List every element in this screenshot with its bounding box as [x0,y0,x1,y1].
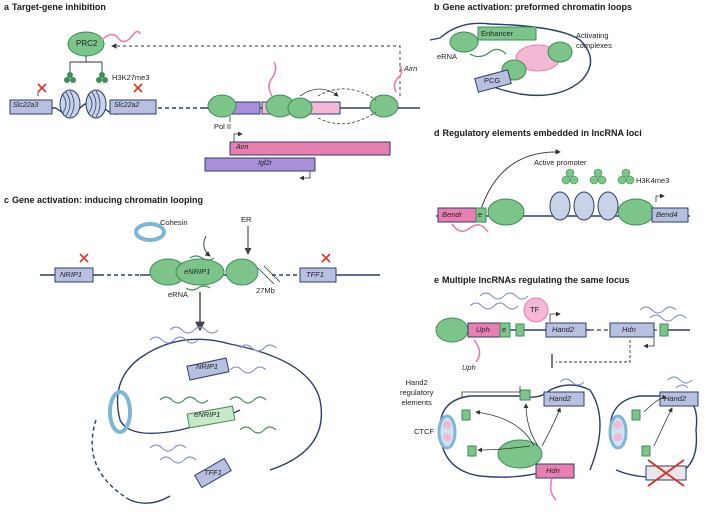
gene-slc22a2 [109,99,157,115]
panel-c-letter: c [4,195,10,205]
gene-slc22a3-label: Slc22a3 [13,102,39,109]
gene-tff1-label: TFF1 [306,270,324,279]
nucleosome [597,191,619,221]
enrip1-element [175,258,225,286]
loop-tff1-label: TFF1 [204,468,222,477]
panel-c [40,222,380,504]
cohesin-label: Cohesin [160,218,188,227]
pol-ii-label: Pol II [214,122,232,131]
gene-slc22a2-label: Slc22a2 [114,102,140,109]
airn-rna-label: Airn [404,64,418,73]
h3k27me3-label: H3K27me3 [112,73,150,82]
panel-e-letter: e [434,275,440,285]
enhancer-label: Enhancer [481,29,514,38]
distance-label: 27Mb [256,286,275,295]
inhibited-x-icon [79,253,89,263]
inhibited-x-icon [321,253,331,263]
panel-d-letter: d [434,128,440,138]
gene-hdn-label: Hdn [622,325,636,334]
pol-ii [207,94,237,118]
gene-hdn [609,322,655,338]
inhibited-x-icon [37,83,47,96]
gene-bend4-label: Bend4 [656,210,678,219]
panel-c-title-text: Gene activation: inducing chromatin loop… [12,195,204,205]
enhancer-box [477,26,537,41]
activating-complexes-label: Activating complexes [576,31,612,50]
h3k27me3-mark [64,72,76,83]
gene-bend4 [651,207,689,223]
gene-hand2 [545,322,587,338]
panel-a [9,30,420,181]
enrip1-label: eNRIP1 [184,267,211,276]
loop-hdn-label: Hdn [546,466,560,475]
panel-d-title-text: Regulatory elements embedded in lncRNA l… [442,128,642,138]
panel-b-title-text: Gene activation: preformed chromatin loo… [442,2,633,12]
element-e [499,322,511,338]
airn-bar [229,141,391,156]
regulatory-elements-label: Hand2 regulatory elements [400,378,434,407]
panel-a-title-text: Target-gene inhibition [12,2,106,12]
nucleosome [549,191,571,221]
element-e-label: e [502,325,507,334]
h3k4me3-mark [561,168,635,185]
panel-d [436,149,690,233]
active-promoter-label: Active promoter [534,158,587,167]
inhibited-x-icon [647,459,685,487]
panel-e-title-text: Multiple lncRNAs regulating the same loc… [442,275,630,285]
gene-bendr-label: Bendr [442,210,463,219]
panel-e [435,292,699,501]
ctcf-label: CTCF [414,427,434,436]
gene-nrip1-label: NRIP1 [60,270,83,279]
panel-b-letter: b [434,2,440,12]
pcg-label: PCG [484,76,501,85]
loop-nrip1-label: NRIP1 [196,362,219,371]
uph-rna-label: Uph [462,363,476,372]
panel-a-letter: a [4,2,10,12]
erna-label: eRNA [168,290,189,299]
tf-factor [523,297,549,323]
gene-slc22a3 [9,99,53,115]
nucleosome [85,89,107,119]
cohesin-ring [134,222,166,242]
nucleosome [59,89,81,119]
loop-hand2-left-label: Hand2 [549,394,572,403]
tf-label: TF [530,305,540,314]
panel-b [429,22,592,97]
inhibited-x-icon [133,83,143,93]
erna-label: eRNA [437,52,458,61]
gene-uph-label: Uph [476,325,490,334]
pcg-box [474,69,512,93]
airn-bar-label: Airn [236,144,249,151]
element-e [475,207,487,223]
h3k27me3-mark [96,72,108,83]
loop-hand2-right-label: Hand2 [664,394,687,403]
nucleosome [573,191,595,221]
element-e-label: e [478,210,483,219]
igf2r-bar-label: Igf2r [258,160,273,167]
gene-tff1 [299,267,337,283]
igf2r-bar [204,157,316,172]
er-label: ER [241,215,252,224]
gene-nrip1 [54,267,94,283]
gene-hand2-label: Hand2 [552,325,575,334]
h3k4me3-label: H3K4me3 [636,176,670,185]
loop-enrip1-label: eNRIP1 [194,410,221,419]
prc2-label: PRC2 [76,39,98,48]
